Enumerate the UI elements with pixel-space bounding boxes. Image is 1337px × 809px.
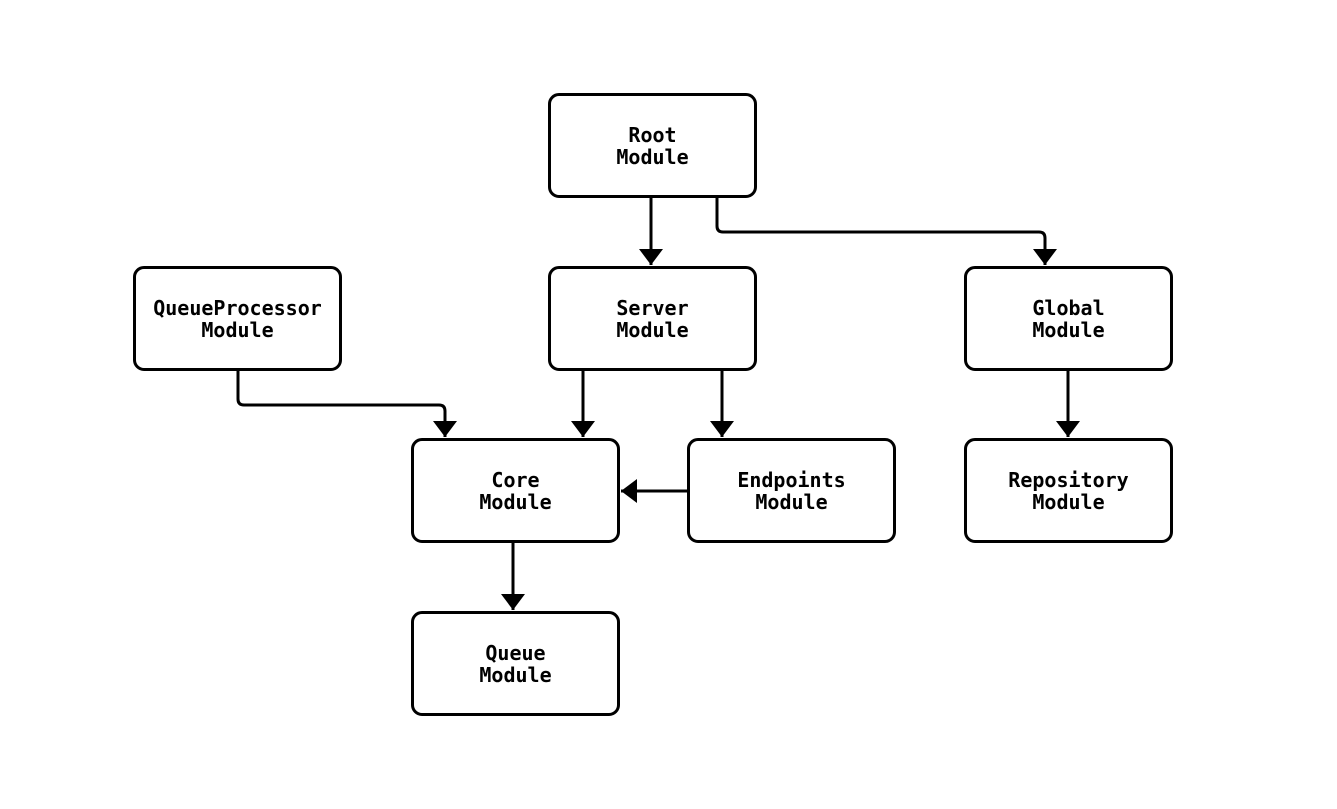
node-server-module: Server Module <box>548 266 757 371</box>
node-endpoints-module: Endpoints Module <box>687 438 896 543</box>
node-queue-module-label: Queue Module <box>479 640 552 687</box>
node-queue-module: Queue Module <box>411 611 620 716</box>
node-queueprocessor-module-label: QueueProcessor Module <box>153 295 322 342</box>
node-repository-module: Repository Module <box>964 438 1173 543</box>
node-server-module-label: Server Module <box>616 295 689 342</box>
node-repository-module-label: Repository Module <box>1008 467 1129 514</box>
node-root-module: Root Module <box>548 93 757 198</box>
node-queueprocessor-module: QueueProcessor Module <box>133 266 342 371</box>
edge-root-to-global <box>715 198 1057 265</box>
node-core-module: Core Module <box>411 438 620 543</box>
node-endpoints-module-label: Endpoints Module <box>737 467 846 514</box>
edge-queueprocessor-to-core <box>236 371 457 437</box>
node-core-module-label: Core Module <box>479 467 552 514</box>
node-global-module: Global Module <box>964 266 1173 371</box>
node-global-module-label: Global Module <box>1032 295 1105 342</box>
node-root-module-label: Root Module <box>616 122 689 169</box>
